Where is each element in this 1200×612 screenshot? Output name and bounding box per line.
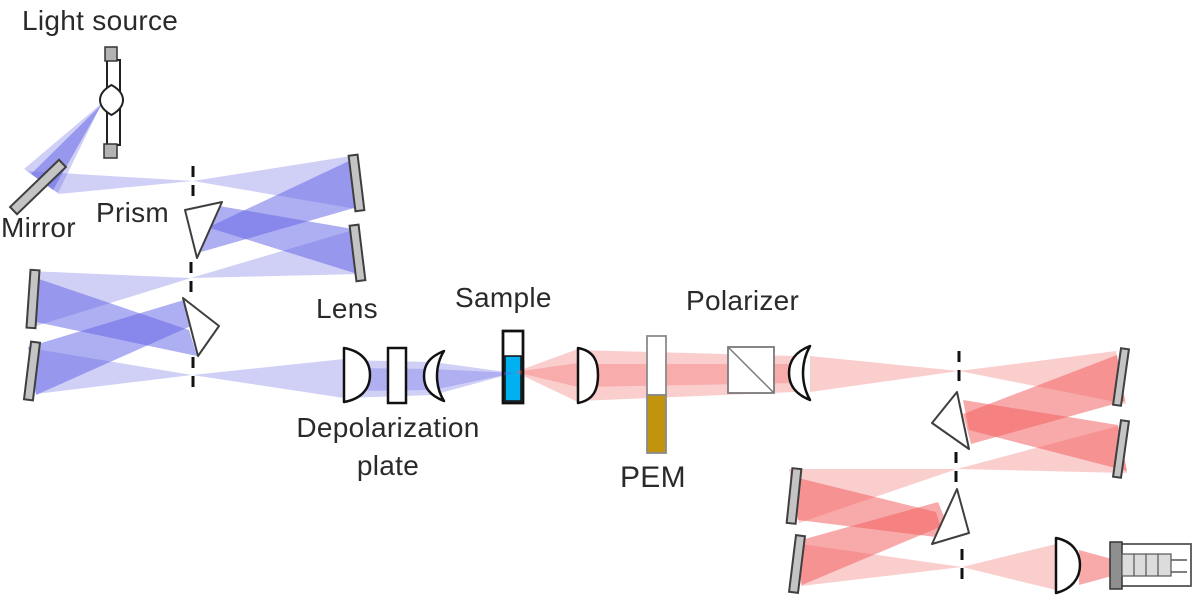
lens [422, 349, 446, 403]
polarizer-label: Polarizer [686, 285, 800, 316]
lamp [98, 46, 125, 159]
beam-lens-to-sample [433, 362, 514, 395]
mirror [787, 534, 807, 594]
polarizer-cube [727, 346, 775, 394]
prism-label: Prism [96, 197, 170, 228]
lens [787, 344, 812, 402]
beam-sample-to-lens [515, 349, 578, 402]
sample-cuvette [501, 329, 525, 405]
beam-lens-to-sample-core [433, 369, 514, 390]
pem-crystal [646, 394, 667, 454]
lens [1054, 536, 1082, 595]
mirror [347, 153, 366, 213]
beam-prism-to-mirror [963, 400, 1127, 471]
beam-mirror-to-slit [27, 171, 193, 194]
light-source-label: Light source [22, 5, 179, 36]
mirror [8, 158, 68, 216]
lens [342, 346, 372, 404]
lamp-bulb [98, 83, 125, 117]
beam-prism-to-mirror [210, 206, 364, 276]
lenses [342, 344, 1082, 595]
prism [184, 201, 223, 259]
lamp-cap-bottom [103, 143, 118, 159]
mirror [25, 268, 41, 330]
pem-label: PEM [620, 461, 686, 494]
beam-prism-to-mirror [794, 502, 947, 585]
detector-pins [1171, 559, 1187, 573]
beam-lens-to-slit [810, 356, 959, 392]
beam-slit-to-lens [962, 544, 1056, 590]
detector-window [1109, 541, 1123, 590]
prisms [182, 201, 970, 545]
pem-window [646, 335, 667, 396]
mirror [785, 467, 803, 525]
prism [182, 297, 220, 357]
emission-beams [515, 349, 1127, 590]
mirrors [8, 153, 1131, 594]
beam-sample-core [515, 363, 578, 387]
depolarization-plate-label-line1: Depolarization [296, 412, 480, 443]
cuvette-outline [501, 329, 525, 405]
polarizer-diagonal [727, 346, 775, 394]
aperture-slits [189, 166, 964, 583]
cuvette-liquid [504, 355, 522, 402]
mirror [1111, 347, 1131, 407]
beam-slit-to-lens [192, 359, 344, 398]
prism [931, 488, 970, 545]
lens [576, 346, 600, 405]
depolarization-plate-label-line2: plate [356, 450, 420, 481]
detector [1109, 541, 1192, 590]
lamp-caps [103, 46, 118, 159]
pem-modulator [646, 335, 667, 454]
mirror [22, 340, 42, 402]
sample-label: Sample [455, 282, 552, 313]
detector-dynode-dividers [1133, 554, 1159, 576]
lamp-cap-top [104, 46, 118, 62]
mirror [1111, 419, 1131, 479]
depolarization-plate-label: Depolarization plate [262, 409, 514, 485]
beam-lens-to-detector [1079, 550, 1112, 585]
mirror-label: Mirror [1, 212, 76, 243]
lens-label: Lens [316, 293, 378, 324]
prism [931, 391, 970, 450]
depolarization-plate [386, 346, 408, 405]
mirror [348, 223, 367, 283]
beam-prism-to-mirror [28, 300, 191, 395]
emission-beams-dark [790, 355, 1127, 585]
